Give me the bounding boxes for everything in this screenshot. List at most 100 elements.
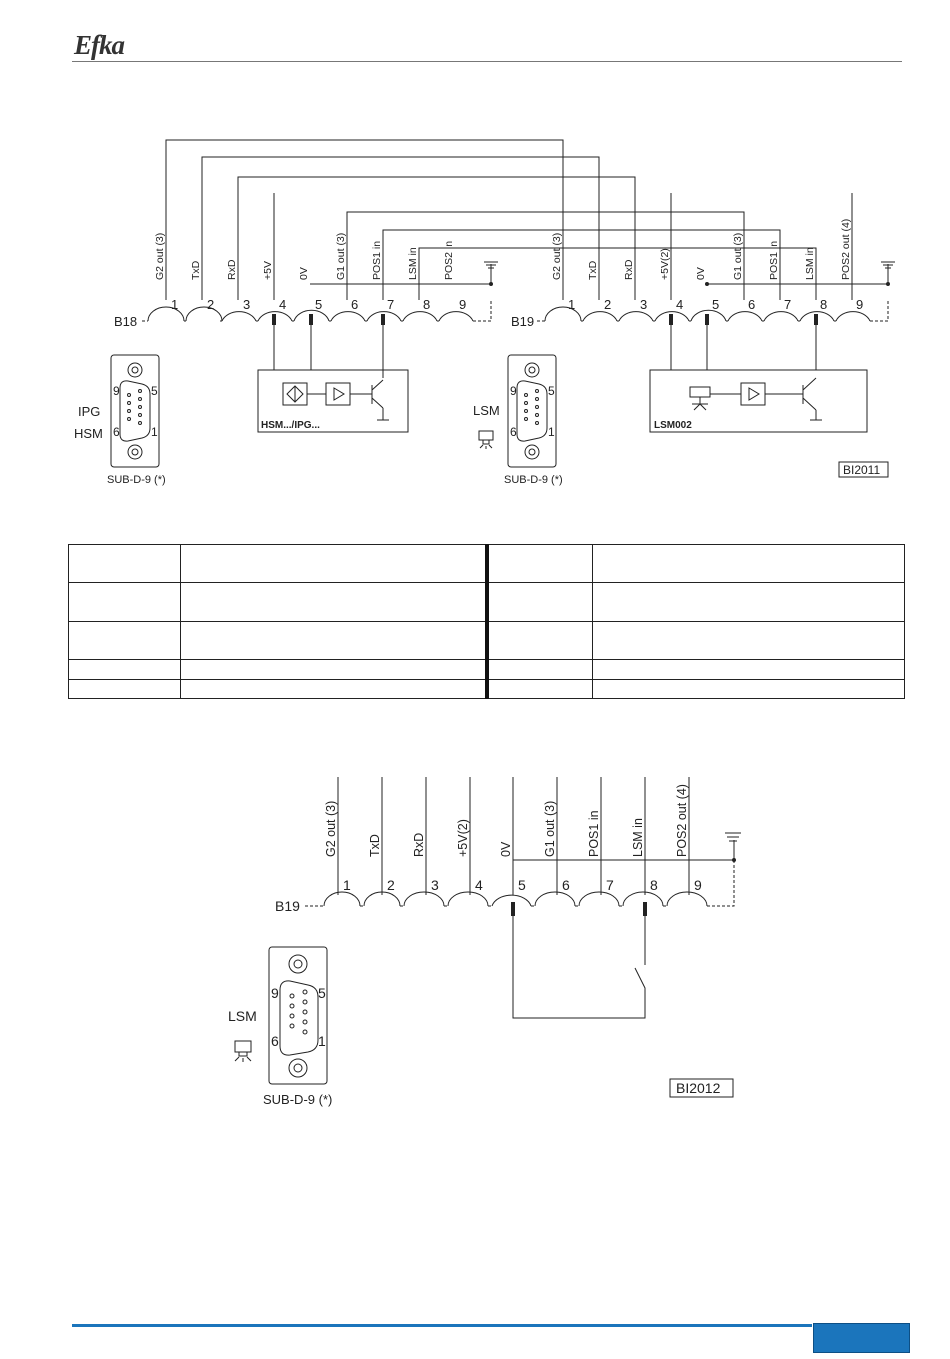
- signal-label: 0V: [298, 267, 310, 280]
- signal-label: POS2 in: [443, 241, 455, 280]
- signal-label: LSM in: [407, 247, 419, 280]
- footer-page-box: [813, 1323, 910, 1353]
- signal-label: +5V: [262, 261, 274, 280]
- signal-label: POS1 in: [587, 810, 601, 857]
- figure-id-bi2011: BI2011: [843, 463, 880, 477]
- pin-number: 5: [518, 877, 526, 893]
- pin-number: 8: [820, 297, 827, 312]
- pin-numbers: 1 2 3 4 5 6 7 8 9: [343, 877, 702, 893]
- table-cell: [484, 659, 594, 680]
- bus-line-g1: [346, 211, 745, 300]
- signal-label: RxD: [226, 259, 238, 280]
- bus-lines: [337, 777, 690, 895]
- pin-number: 9: [694, 877, 702, 893]
- efka-logo: Efka: [74, 30, 125, 60]
- subd-plug-b19: [507, 354, 557, 468]
- wiring-diagram-bi2012: B19 1 2 3 4 5 6 7 8 9 G2 out (3) TxD RxD…: [228, 777, 741, 1107]
- subd-plug: [268, 946, 328, 1085]
- signal-label: +5V(2): [659, 248, 671, 280]
- signal-label: 0V: [499, 841, 513, 857]
- signal-label: RxD: [623, 259, 635, 280]
- signal-labels: G2 out (3) TxD RxD +5V(2) 0V G1 out (3) …: [324, 784, 689, 857]
- table-cell: [179, 621, 488, 660]
- subd-plug-b18: [110, 354, 160, 468]
- pin-number: 8: [423, 297, 430, 312]
- pin-number: 4: [676, 297, 683, 312]
- plug-pin-label: 5: [548, 384, 555, 398]
- plug-pin-label: 9: [271, 985, 279, 1001]
- pin-number: 8: [650, 877, 658, 893]
- table-cell: [68, 679, 181, 699]
- signal-label: RxD: [412, 833, 426, 857]
- plug-pin-label: 1: [318, 1033, 326, 1049]
- table-cell: [484, 679, 594, 699]
- socket-arches: [323, 891, 708, 907]
- ground-icon-b18: [484, 261, 498, 269]
- table-row: [68, 659, 905, 680]
- table-cell: [484, 582, 594, 622]
- signal-label: G2 out (3): [154, 233, 166, 280]
- pin-number: 9: [856, 297, 863, 312]
- signal-labels-b19: G2 out (3) TxD RxD +5V(2) 0V G1 out (3) …: [551, 219, 852, 280]
- table-row: [68, 621, 905, 660]
- module-label-lsm002: LSM002: [654, 420, 692, 431]
- table-row: [68, 679, 905, 699]
- signal-label: G1 out (3): [335, 233, 347, 280]
- plug-pin-label: 9: [510, 384, 517, 398]
- pin-number: 3: [243, 297, 250, 312]
- plug-caption-b18: SUB-D-9 (*): [107, 474, 166, 486]
- plug-caption: SUB-D-9 (*): [263, 1092, 332, 1107]
- lamp-icon-b19: [478, 430, 494, 449]
- ground-bar-b18: [310, 264, 492, 285]
- pin-number: 3: [431, 877, 439, 893]
- table-cell: [179, 679, 488, 699]
- pin-number: 6: [562, 877, 570, 893]
- plug-pin-label: 6: [510, 425, 517, 439]
- ground-icon-b19: [881, 261, 895, 269]
- table-cell: [179, 582, 488, 622]
- plug-pin-label: 9: [113, 384, 120, 398]
- signal-label: POS1 in: [768, 241, 780, 280]
- figure-id-bi2012: BI2012: [676, 1080, 721, 1096]
- pin-number: 4: [475, 877, 483, 893]
- signal-label: POS1 in: [371, 241, 383, 280]
- bus-line-lsm: [418, 247, 817, 300]
- plug-pin-label: 5: [151, 384, 158, 398]
- wires-b19-module: [670, 318, 817, 370]
- connector-label-b19: B19: [511, 314, 534, 329]
- plug-pin-label: 6: [271, 1033, 279, 1049]
- table-cell: [592, 679, 905, 699]
- pin-numbers-b18: 1 2 3 4 5 6 7 8 9: [171, 297, 466, 312]
- table-cell: [68, 659, 181, 680]
- pin-number: 4: [279, 297, 286, 312]
- pin-number: 2: [387, 877, 395, 893]
- plug-pin-label: 1: [548, 425, 555, 439]
- table-cell: [592, 544, 905, 583]
- table-cell: [179, 659, 488, 680]
- signal-label: +5V(2): [456, 819, 470, 857]
- pin-number: 3: [640, 297, 647, 312]
- pin-number: 5: [315, 297, 322, 312]
- table-cell: [179, 544, 488, 583]
- ground-icon: [725, 832, 741, 842]
- table-cell: [484, 544, 594, 583]
- signal-label: G1 out (3): [543, 801, 557, 857]
- lamp-icon: [234, 1040, 252, 1062]
- bus-line-rxd: [237, 176, 636, 300]
- module-label-hsm: HSM.../IPG...: [261, 420, 320, 431]
- table-cell: [592, 659, 905, 680]
- ground-bar-b19: [707, 264, 889, 285]
- plug-pin-label: 1: [151, 425, 158, 439]
- pin-number: 6: [748, 297, 755, 312]
- lsm-switch-wire: [512, 912, 646, 1019]
- table-row: [68, 544, 905, 583]
- wires-b18-module: [273, 318, 384, 378]
- plug-pin-label: 5: [318, 985, 326, 1001]
- table-cell: [592, 621, 905, 660]
- device-label-ipg: IPG: [78, 404, 100, 419]
- signal-label: TxD: [190, 260, 202, 280]
- pin-number: 1: [171, 297, 178, 312]
- figure-id-box-bi2012: [669, 1078, 734, 1098]
- pin-number: 7: [784, 297, 791, 312]
- pin-number: 7: [387, 297, 394, 312]
